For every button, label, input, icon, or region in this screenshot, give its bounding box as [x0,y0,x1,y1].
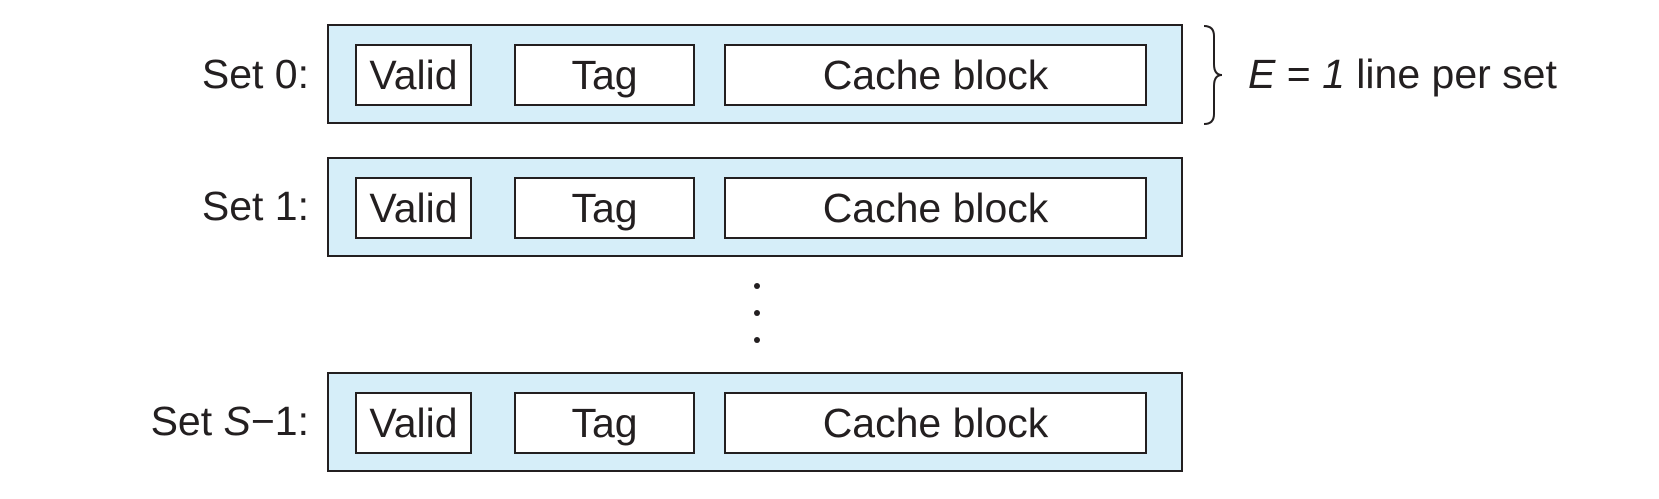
set-0-tag-field: Tag [514,44,695,106]
set-last-tag-field: Tag [514,392,695,454]
set-last-label: Set S−1: [150,398,309,444]
right-brace-icon [1203,25,1223,125]
ellipsis-dot-top [754,283,760,289]
annotation-text: line per set [1344,51,1557,97]
set-1-label: Set 1: [201,183,309,229]
set-1-row: Valid Tag Cache block [327,157,1183,257]
annotation-variable: E [1248,51,1276,97]
set-0-label: Set 0: [201,51,309,97]
ellipsis-dot-bottom [754,337,760,343]
set-last-cache-block-field: Cache block [724,392,1147,454]
ellipsis-dot-middle [754,310,760,316]
set-0-row: Valid Tag Cache block [327,24,1183,124]
set-last-valid-field: Valid [355,392,472,454]
set-last-row: Valid Tag Cache block [327,372,1183,472]
annotation-equals: = [1275,51,1323,97]
set-1-valid-field: Valid [355,177,472,239]
set-1-cache-block-field: Cache block [724,177,1147,239]
annotation-value: 1 [1322,51,1345,97]
set-0-cache-block-field: Cache block [724,44,1147,106]
set-1-tag-field: Tag [514,177,695,239]
lines-per-set-annotation: E = 1 line per set [1248,54,1557,95]
set-0-valid-field: Valid [355,44,472,106]
